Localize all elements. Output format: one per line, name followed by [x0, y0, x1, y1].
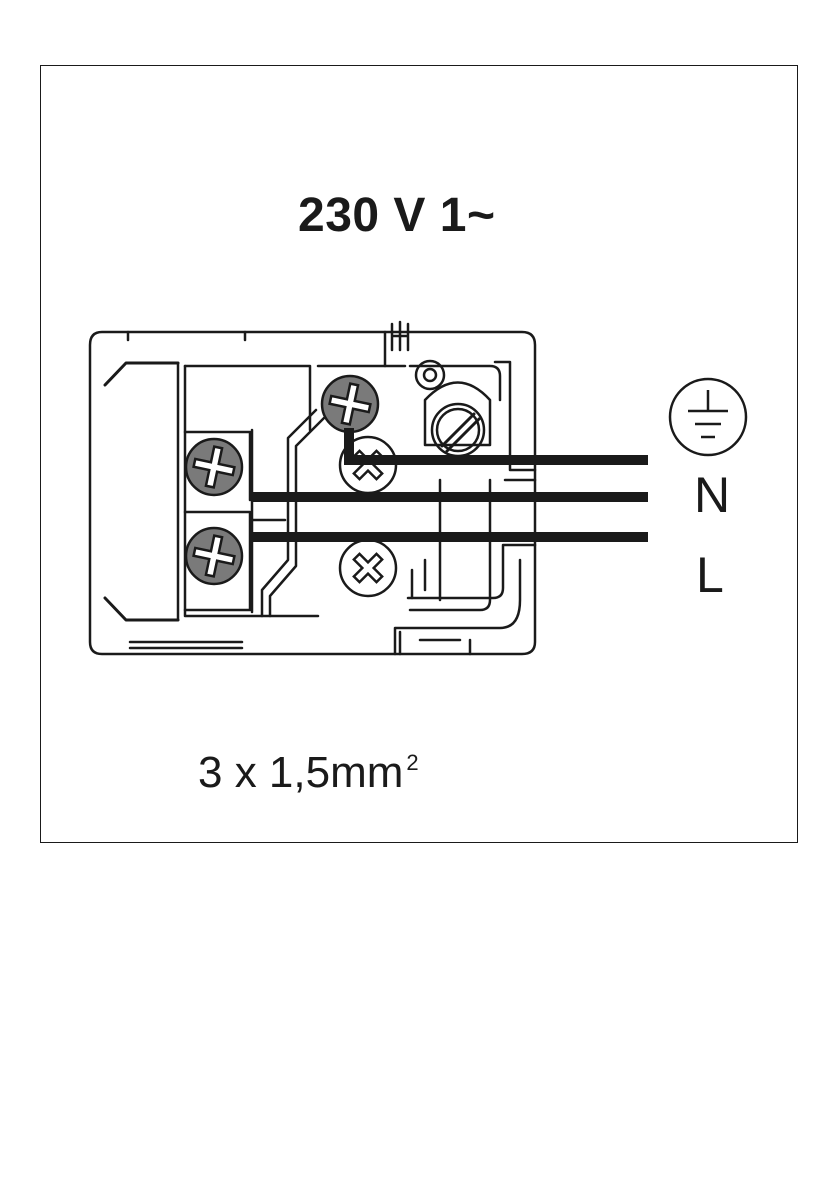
cable-spec-text: 3 x 1,5mm [198, 748, 403, 797]
earth-ground-icon [670, 379, 746, 455]
earth-connector [392, 322, 408, 350]
live-terminal-label: L [696, 546, 724, 604]
mounting-screw-bottom [340, 540, 396, 596]
neutral-terminal-label: N [694, 466, 730, 524]
cable-spec-exponent: 2 [406, 750, 418, 775]
live-screw [186, 528, 242, 584]
housing-left-bracket [105, 363, 178, 620]
earth-wire [349, 428, 648, 460]
earth-screw [322, 376, 378, 432]
cable-clamp [425, 383, 490, 446]
neutral-screw [186, 439, 242, 495]
